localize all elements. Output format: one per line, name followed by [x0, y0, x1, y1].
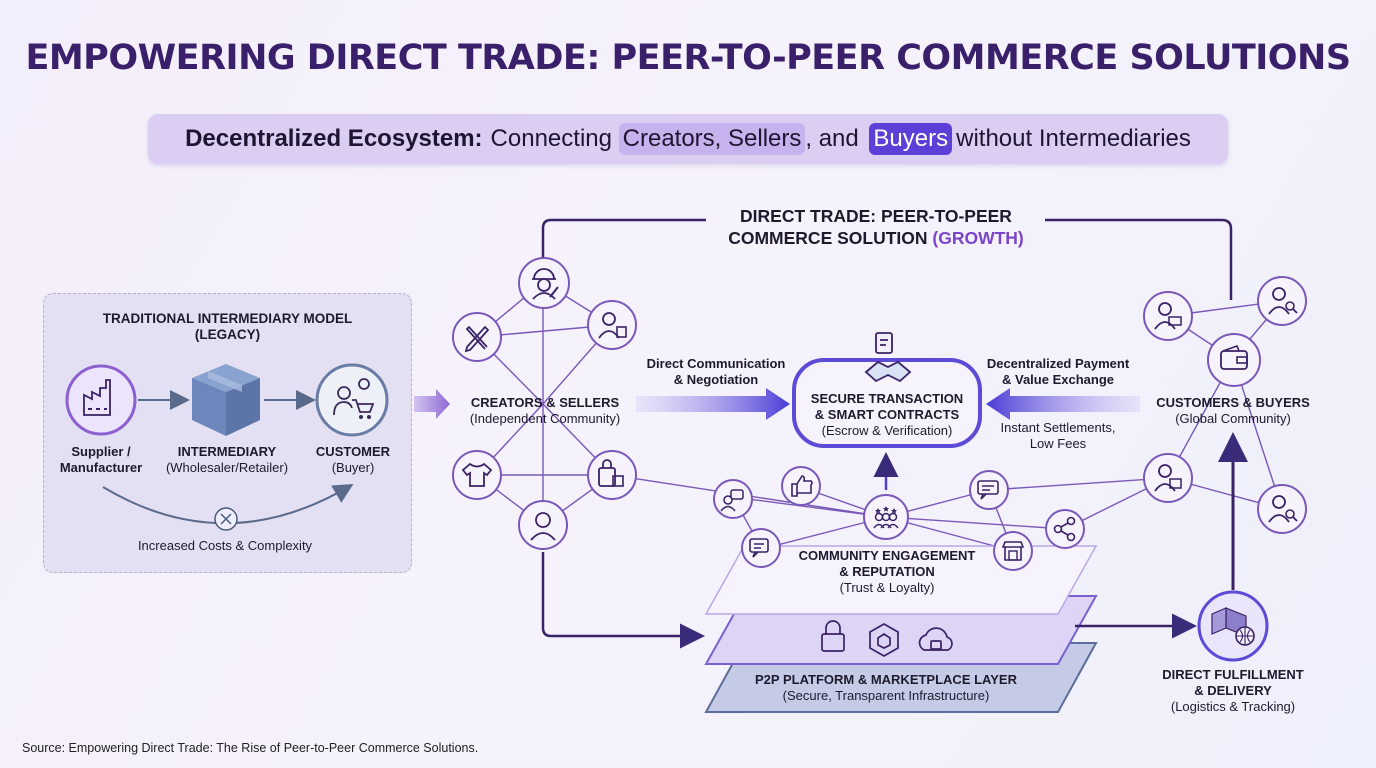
hardhat-worker-icon: [518, 257, 570, 309]
intermediary-sub: (Wholesaler/Retailer): [165, 460, 289, 475]
instant-line1: Instant Settlements,: [1000, 420, 1116, 435]
payment-line2: & Value Exchange: [1002, 372, 1114, 387]
customers-sub: (Global Community): [1175, 411, 1291, 426]
legacy-heading: TRADITIONAL INTERMEDIARY MODEL (LEGACY): [60, 311, 395, 343]
direct-comm-label: Direct Communication & Negotiation: [636, 356, 796, 388]
factory-icon: [65, 364, 137, 436]
payment-arrow: [986, 388, 1140, 420]
instant-label: Instant Settlements, Low Fees: [985, 420, 1131, 452]
fulfillment-sub: (Logistics & Tracking): [1170, 699, 1296, 714]
subtitle-text-2: , and: [805, 125, 866, 152]
secure-line2: & SMART CONTRACTS: [814, 407, 960, 422]
growth-heading: DIRECT TRADE: PEER-TO-PEER COMMERCE SOLU…: [706, 205, 1046, 249]
community-rating-icon: [863, 494, 909, 540]
subtitle-text-1: Connecting: [490, 125, 619, 152]
buyer-card-icon: [1143, 291, 1193, 341]
growth-line2: COMMERCE SOLUTION: [728, 228, 933, 248]
customer-title: CUSTOMER: [315, 444, 391, 459]
cross-icon: [214, 507, 238, 531]
direct-comm-line2: & Negotiation: [673, 372, 759, 387]
page-title: EMPOWERING DIRECT TRADE: PEER-TO-PEER CO…: [25, 38, 1351, 78]
instant-line2: Low Fees: [1029, 436, 1087, 451]
secure-box: [792, 358, 982, 448]
platform-title: P2P PLATFORM & MARKETPLACE LAYER: [755, 672, 1017, 687]
subtitle-highlight-buyers: Buyers: [869, 123, 953, 155]
community-line2: & REPUTATION: [839, 564, 935, 579]
buyer-magnifier-icon: [1257, 484, 1307, 534]
direct-comm-line1: Direct Communication: [646, 356, 786, 371]
pencil-brush-icon: [452, 312, 502, 362]
storefront-icon: [993, 531, 1033, 571]
secure-sub: (Escrow & Verification): [821, 423, 953, 438]
customer-label: CUSTOMER (Buyer): [303, 444, 403, 476]
growth-line2-wrap: COMMERCE SOLUTION (GROWTH): [706, 227, 1046, 249]
supplier-line2: Manufacturer: [59, 460, 143, 475]
subtitle-banner: Decentralized Ecosystem: Connecting Crea…: [148, 114, 1228, 164]
legacy-heading-line1: TRADITIONAL INTERMEDIARY MODEL: [102, 311, 353, 326]
growth-line1: DIRECT TRADE: PEER-TO-PEER: [740, 206, 1012, 226]
fulfillment-line2: & DELIVERY: [1194, 683, 1272, 698]
payment-line1: Decentralized Payment: [986, 356, 1130, 371]
intermediary-title: INTERMEDIARY: [177, 444, 277, 459]
subtitle-highlight-creators: Creators, Sellers: [618, 123, 806, 155]
delivery-icon: [1197, 590, 1269, 662]
intermediary-label: INTERMEDIARY (Wholesaler/Retailer): [156, 444, 298, 476]
customer-cart-icon: [315, 363, 389, 437]
lock-icon: [821, 620, 845, 652]
buyer-search-icon: [1257, 276, 1307, 326]
source-note: Source: Empowering Direct Trade: The Ris…: [22, 741, 479, 755]
legacy-heading-line2: (LEGACY): [194, 327, 261, 342]
bag-mug-icon: [587, 450, 637, 500]
transition-arrow: [414, 389, 450, 419]
thumbs-up-icon: [781, 466, 821, 506]
creators-title: CREATORS & SELLERS: [470, 395, 620, 410]
supplier-line1: Supplier /: [71, 444, 131, 459]
customer-sub: (Buyer): [331, 460, 375, 475]
creators-label: CREATORS & SELLERS (Independent Communit…: [450, 395, 640, 427]
fulfillment-line1: DIRECT FULFILLMENT: [1162, 667, 1304, 682]
message-icon: [969, 470, 1009, 510]
cloud-lock-icon: [918, 627, 953, 651]
secure-line1: SECURE TRANSACTION: [810, 391, 964, 406]
legacy-note: Increased Costs & Complexity: [90, 538, 360, 554]
woman-shopping-icon: [587, 300, 637, 350]
community-sub: (Trust & Loyalty): [839, 580, 935, 595]
creators-sub: (Independent Community): [469, 411, 621, 426]
legacy-note-text: Increased Costs & Complexity: [137, 538, 313, 553]
customers-label: CUSTOMERS & BUYERS (Global Community): [1140, 395, 1326, 427]
growth-accent: (GROWTH): [932, 228, 1024, 248]
blockchain-icon: [869, 623, 899, 657]
chat-person-icon: [713, 479, 753, 519]
share-icon: [1045, 509, 1085, 549]
subtitle-bold: Decentralized Ecosystem:: [185, 125, 483, 152]
direct-comm-arrow: [636, 388, 790, 420]
platform-label: P2P PLATFORM & MARKETPLACE LAYER (Secure…: [730, 672, 1042, 704]
handshake-icon: [864, 332, 912, 383]
box-icon: [192, 364, 260, 436]
community-label: COMMUNITY ENGAGEMENT & REPUTATION (Trust…: [780, 548, 994, 596]
growth-frame: [541, 218, 1233, 300]
fulfillment-label: DIRECT FULFILLMENT & DELIVERY (Logistics…: [1146, 667, 1320, 715]
platform-sub: (Secure, Transparent Infrastructure): [782, 688, 990, 703]
customers-title: CUSTOMERS & BUYERS: [1156, 395, 1310, 410]
tshirt-icon: [452, 450, 502, 500]
community-line1: COMMUNITY ENGAGEMENT: [798, 548, 976, 563]
wallet-icon: [1207, 333, 1261, 387]
subtitle-text-3: without Intermediaries: [956, 125, 1191, 152]
payment-label: Decentralized Payment & Value Exchange: [975, 356, 1141, 388]
woman-seller-icon: [518, 500, 568, 550]
secure-label: SECURE TRANSACTION & SMART CONTRACTS (Es…: [798, 391, 976, 439]
chat-bubble-icon: [741, 528, 781, 568]
buyer-bag-icon: [1143, 453, 1193, 503]
supplier-label: Supplier / Manufacturer: [46, 444, 156, 476]
